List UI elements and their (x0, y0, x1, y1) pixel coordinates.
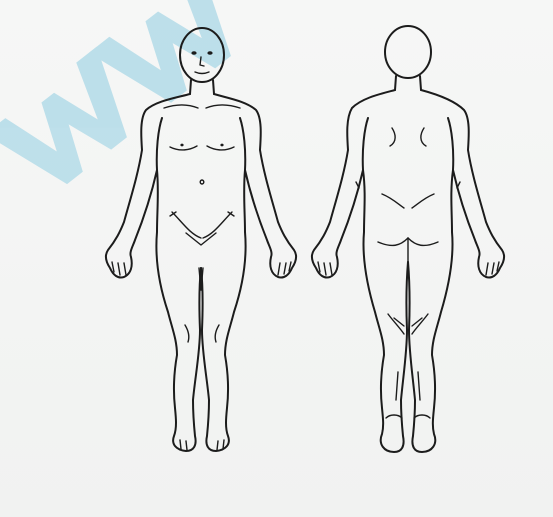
body-chart-sheet (0, 0, 553, 517)
body-back-figure (0, 0, 553, 517)
